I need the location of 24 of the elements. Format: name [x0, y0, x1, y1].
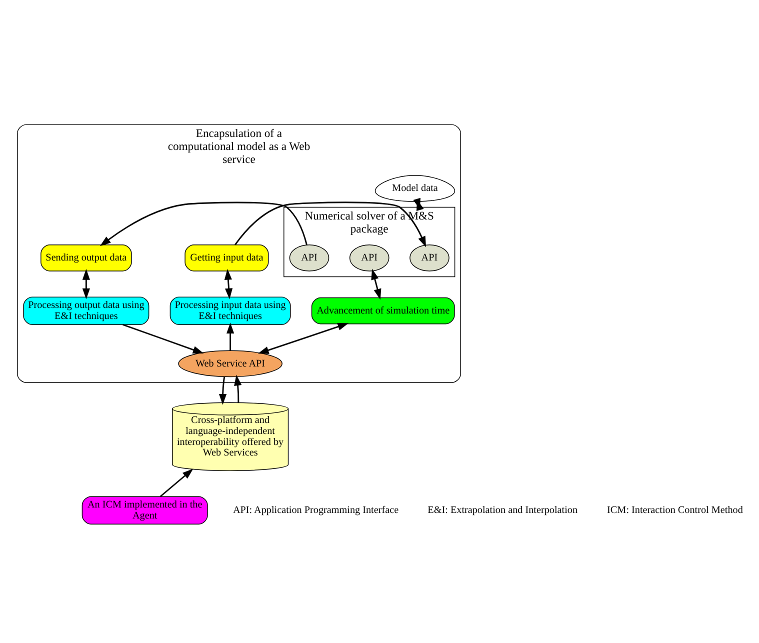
node-ellipse: API [289, 244, 330, 272]
node-ellipse: API [349, 244, 390, 272]
arrow [160, 468, 194, 498]
label: ICM: Interaction Control Method [607, 505, 743, 516]
label: E&I: Extrapolation and Interpolation [428, 505, 578, 516]
node-box: Getting input data [184, 244, 269, 272]
arrow [226, 322, 234, 351]
node-box: Advancement of simulation time [311, 297, 455, 324]
arrow [100, 202, 308, 246]
arrow [218, 376, 227, 405]
arrow [371, 268, 382, 300]
label: API: Application Programming Interface [232, 505, 399, 516]
node-ellipse: Web Service API [178, 350, 282, 378]
node-ellipse: API [410, 244, 450, 272]
node-box: Processing output data using E&I techniques [23, 296, 150, 325]
node-box: Sending output data [40, 244, 132, 272]
node-box: Processing input data using E&I techniques [170, 296, 291, 325]
arrow [82, 268, 90, 300]
arrow [224, 268, 233, 300]
arrow [122, 324, 204, 354]
arrow [413, 198, 424, 212]
arrow [258, 323, 349, 354]
arrow [234, 374, 242, 403]
node-box: An ICM implemented in the Agent [82, 496, 208, 524]
